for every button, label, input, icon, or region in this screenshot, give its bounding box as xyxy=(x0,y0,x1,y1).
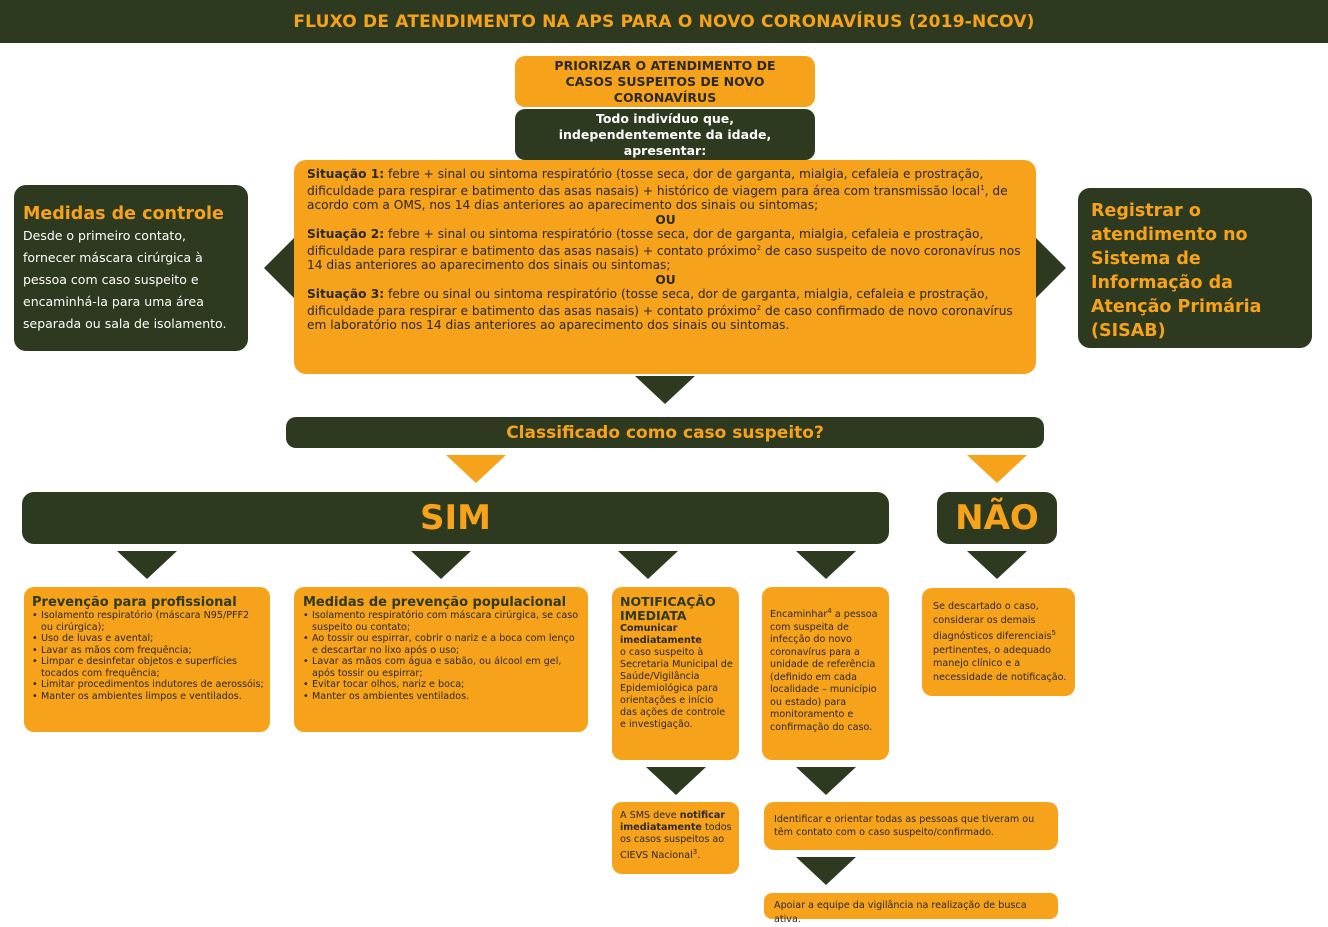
list-item: Uso de luvas e avental; xyxy=(32,633,264,645)
active-search-text: Apoiar a equipe da vigilância na realiza… xyxy=(774,900,1027,925)
list-item: Lavar as mãos com água e sabão, ou álcoo… xyxy=(303,656,582,679)
active-search-box: Apoiar a equipe da vigilância na realiza… xyxy=(764,893,1058,925)
arrow-to-no xyxy=(967,455,1027,483)
list-item: Manter os ambientes ventilados. xyxy=(303,691,582,703)
population-prevention-title: Medidas de prevenção populacional xyxy=(303,595,567,610)
discard-pre: Se descartado o caso, considerar os dema… xyxy=(933,601,1052,643)
control-measures-title: Medidas de controle xyxy=(23,204,224,224)
population-prevention-list: Isolamento respiratório com máscara cirú… xyxy=(303,610,582,702)
right-arrow xyxy=(1036,238,1066,298)
control-measures-box: Medidas de controle Desde o primeiro con… xyxy=(14,185,248,351)
list-item: Isolamento respiratório com máscara cirú… xyxy=(303,610,582,633)
list-item: Evitar tocar olhos, nariz e boca; xyxy=(303,679,582,691)
discard-box: Se descartado o caso, considerar os dema… xyxy=(922,588,1075,696)
referral-box: Encaminhar4 a pessoa com suspeita de inf… xyxy=(762,587,889,760)
arrow-to-question xyxy=(635,376,695,404)
professional-prevention-box: Prevenção para profissional Isolamento r… xyxy=(24,587,270,732)
arrow-to-professional xyxy=(117,551,177,579)
intro-box: Todo indivíduo que, independentemente da… xyxy=(515,109,815,160)
arrow-to-referral xyxy=(796,551,856,579)
notification-bold: Comunicar imediatamente xyxy=(620,623,702,646)
situation-2: Situação 2: febre + sinal ou sintoma res… xyxy=(307,227,1024,273)
yes-bar: SIM xyxy=(22,492,889,544)
situation-3: Situação 3: febre ou sinal ou sintoma re… xyxy=(307,287,1024,333)
list-item: Manter os ambientes limpos e ventilados. xyxy=(32,691,264,703)
question-bar: Classificado como caso suspeito? xyxy=(286,417,1044,448)
referral-pre: Encaminhar xyxy=(770,609,828,621)
notification-text: o caso suspeito à Secretaria Municipal d… xyxy=(620,647,733,730)
or-separator-1: OU xyxy=(655,212,676,227)
arrow-to-population xyxy=(411,551,471,579)
footnote-1: 1 xyxy=(980,184,985,193)
arrow-to-notification xyxy=(618,551,678,579)
notification-title: NOTIFICAÇÃO IMEDIATA xyxy=(620,594,716,623)
arrow-to-discard xyxy=(967,551,1027,579)
sms-end: . xyxy=(697,850,701,862)
sms-bold: notificar imediatamente xyxy=(620,810,726,833)
professional-prevention-title: Prevenção para profissional xyxy=(32,595,237,610)
referral-text: a pessoa com suspeita de infecção do nov… xyxy=(770,609,878,733)
arrow-to-sms xyxy=(646,767,706,795)
situation-2-tail: de caso suspeito de novo coronavírus nos… xyxy=(307,244,1021,273)
contacts-box: Identificar e orientar todas as pessoas … xyxy=(764,802,1058,850)
situation-1-label: Situação 1: xyxy=(307,167,385,181)
register-box: Registrar o atendimento no Sistema de In… xyxy=(1078,188,1312,348)
list-item: Isolamento respiratório (máscara N95/PFF… xyxy=(32,610,264,633)
yes-label: SIM xyxy=(420,498,491,538)
arrow-to-contacts xyxy=(796,767,856,795)
left-arrow xyxy=(264,238,294,298)
footnote-2b: 2 xyxy=(756,303,762,312)
footnote-2: 2 xyxy=(756,244,762,253)
arrow-to-active-search xyxy=(796,857,856,885)
contacts-text: Identificar e orientar todas as pessoas … xyxy=(774,814,1035,838)
header-bar: FLUXO DE ATENDIMENTO NA APS PARA O NOVO … xyxy=(0,0,1328,43)
footnote-3: 3 xyxy=(692,848,698,856)
sms-post: todos os casos suspeitos ao CIEVS Nacion… xyxy=(620,822,732,862)
situation-1-text: febre + sinal ou sintoma respiratório (t… xyxy=(307,167,984,199)
arrow-to-yes xyxy=(446,455,506,483)
professional-prevention-list: Isolamento respiratório (máscara N95/PFF… xyxy=(32,610,264,702)
list-item: Limitar procedimentos indutores de aeros… xyxy=(32,679,264,691)
footnote-5: 5 xyxy=(1051,629,1056,637)
sms-box: A SMS deve notificar imediatamente todos… xyxy=(612,802,739,874)
situation-1-tail: , de acordo com a OMS, nos 14 dias anter… xyxy=(307,184,1008,213)
situation-3-tail: de caso confirmado de novo coronavírus e… xyxy=(307,304,1013,333)
question-text: Classificado como caso suspeito? xyxy=(506,422,824,443)
register-title: Registrar o atendimento no Sistema de In… xyxy=(1091,201,1262,341)
population-prevention-box: Medidas de prevenção populacional Isolam… xyxy=(294,587,588,732)
list-item: Limpar e desinfetar objetos e superfície… xyxy=(32,656,264,679)
control-measures-text: Desde o primeiro contato, fornecer másca… xyxy=(23,228,227,331)
intro-text: Todo indivíduo que, independentemente da… xyxy=(558,110,772,158)
situation-2-text: febre + sinal ou sintoma respiratório (t… xyxy=(307,226,984,259)
no-bar: NÃO xyxy=(937,492,1057,544)
sms-pre: A SMS deve xyxy=(620,810,680,821)
situations-box: Situação 1: febre + sinal ou sintoma res… xyxy=(294,160,1036,374)
no-label: NÃO xyxy=(955,498,1039,538)
situation-2-label: Situação 2: xyxy=(307,226,385,241)
priority-text: PRIORIZAR O ATENDIMENTO DE CASOS SUSPEIT… xyxy=(554,57,776,105)
situation-3-label: Situação 3: xyxy=(307,286,385,301)
notification-box: NOTIFICAÇÃO IMEDIATA Comunicar imediatam… xyxy=(612,587,739,760)
list-item: Ao tossir ou espirrar, cobrir o nariz e … xyxy=(303,633,582,656)
page-title: FLUXO DE ATENDIMENTO NA APS PARA O NOVO … xyxy=(293,11,1035,32)
discard-post: pertinentes, o adequado manejo clínico e… xyxy=(933,644,1067,683)
situation-1: Situação 1: febre + sinal ou sintoma res… xyxy=(307,167,1024,213)
priority-box: PRIORIZAR O ATENDIMENTO DE CASOS SUSPEIT… xyxy=(515,56,815,107)
footnote-4: 4 xyxy=(827,607,832,615)
or-separator-2: OU xyxy=(655,272,676,287)
list-item: Lavar as mãos com frequência; xyxy=(32,645,264,657)
situation-3-text: febre ou sinal ou sintoma respiratório (… xyxy=(307,286,989,319)
